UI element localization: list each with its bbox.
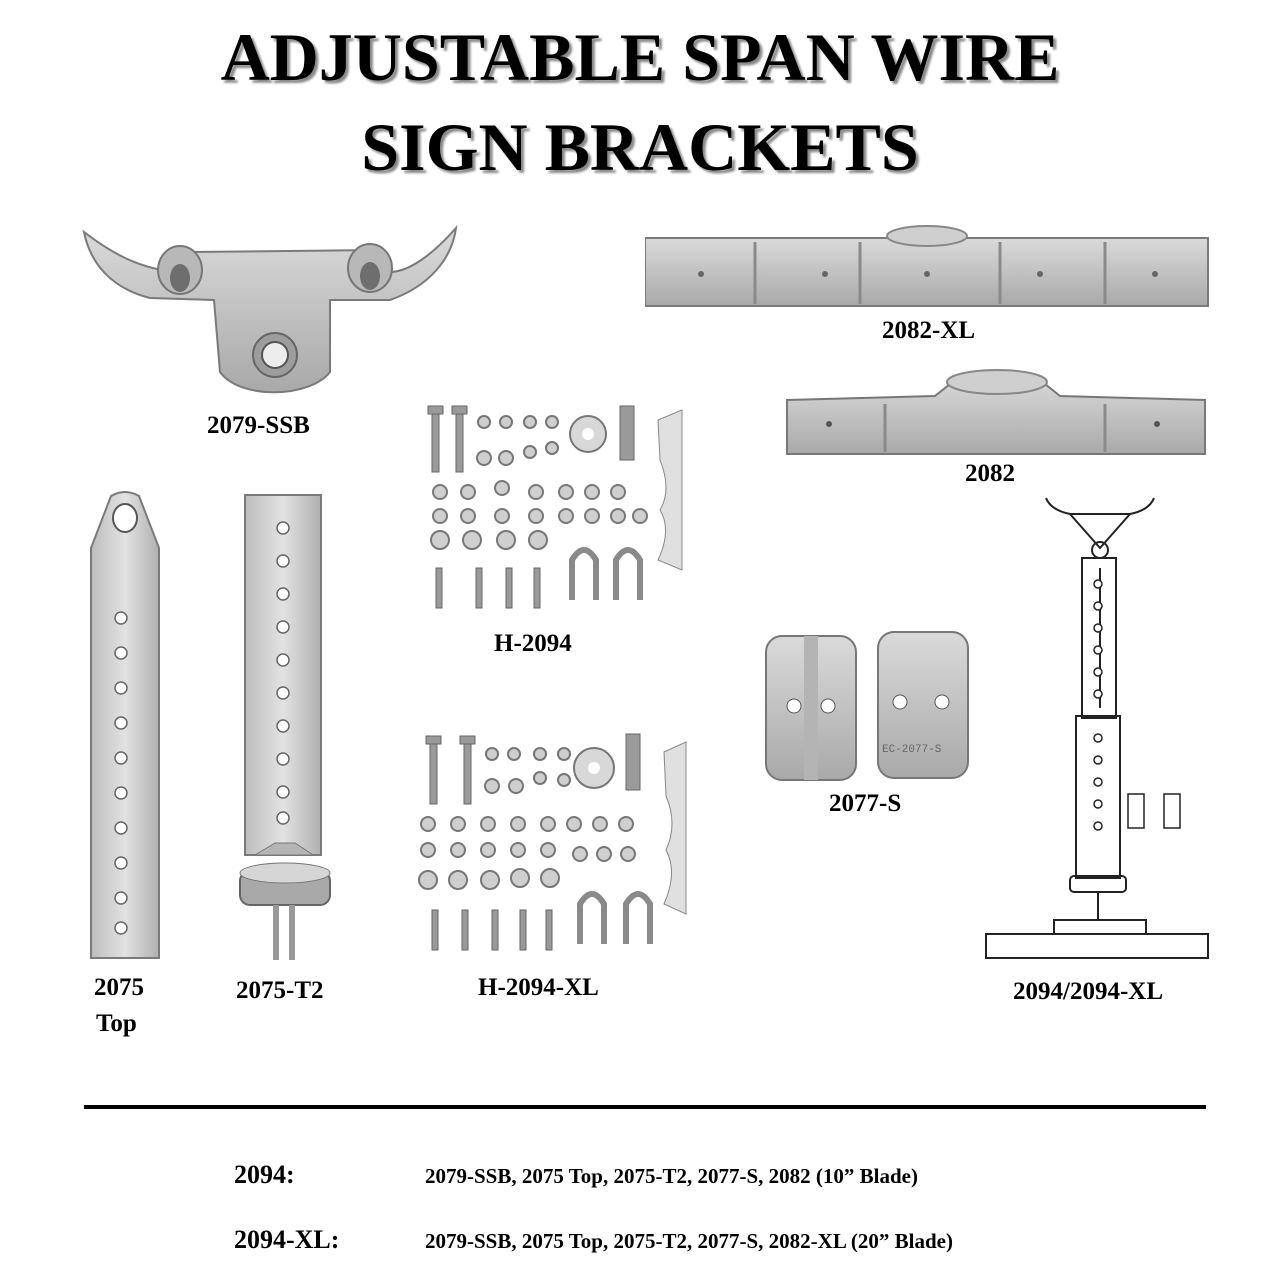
2077-s-stamp-text: EC-2077-S	[882, 744, 942, 756]
part-h-2094-image	[427, 405, 683, 609]
kit-components-2094-xl: 2079-SSB, 2075 Top, 2075-T2, 2077-S, 208…	[425, 1229, 953, 1253]
title-line-2: SIGN BRACKETS	[361, 109, 919, 185]
part-2075-t2-image	[239, 494, 331, 960]
part-2082-xl-image	[645, 225, 1209, 307]
label-2079-ssb: 2079-SSB	[207, 412, 310, 439]
part-2094-assembly-drawing	[985, 497, 1209, 959]
label-2077-s: 2077-S	[829, 790, 902, 817]
title-line-1: ADJUSTABLE SPAN WIRE	[220, 19, 1060, 95]
label-2082: 2082	[965, 460, 1015, 487]
label-h-2094-xl: H-2094-XL	[478, 974, 599, 1001]
kit-components-2094: 2079-SSB, 2075 Top, 2075-T2, 2077-S, 208…	[425, 1164, 918, 1188]
label-2075-top: Top	[96, 1010, 137, 1037]
label-2094-assembly: 2094/2094-XL	[1013, 978, 1163, 1005]
part-2079-ssb-image	[82, 224, 458, 394]
label-2082-xl: 2082-XL	[882, 317, 976, 344]
kit-name-2094: 2094:	[234, 1160, 295, 1189]
label-2075: 2075	[94, 974, 144, 1001]
part-h-2094-xl-image	[418, 733, 687, 951]
part-2082-image	[786, 369, 1206, 455]
label-h-2094: H-2094	[494, 630, 572, 657]
part-2077-s-image: EC-2077-S	[765, 631, 969, 781]
kit-name-2094-xl: 2094-XL:	[234, 1225, 340, 1254]
divider-rule	[84, 1105, 1206, 1109]
part-2075-top-image	[90, 491, 160, 959]
label-2075-t2: 2075-T2	[236, 977, 324, 1004]
